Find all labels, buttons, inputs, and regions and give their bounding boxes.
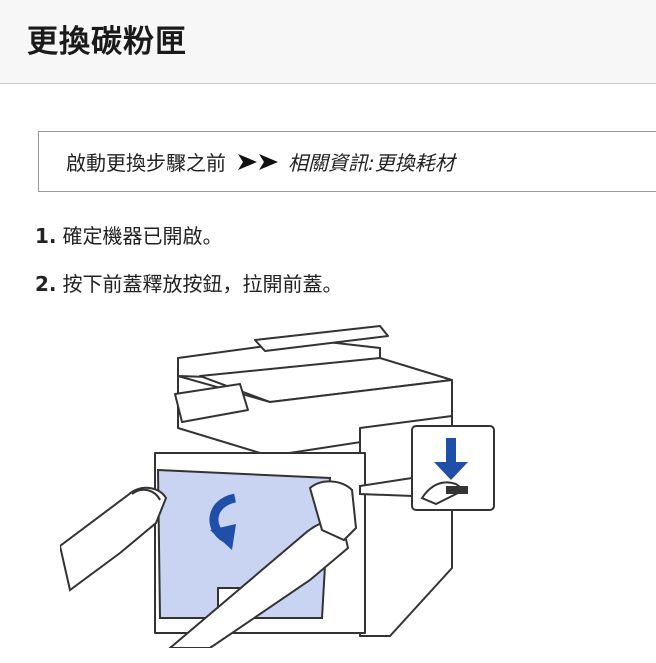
- step-text: 按下前蓋釋放按鈕，拉開前蓋。: [62, 272, 343, 296]
- related-info-link[interactable]: 相關資訊:更換耗材: [288, 151, 455, 175]
- double-chevron-right-icon: [238, 152, 280, 172]
- step-item: 2.按下前蓋釋放按鈕，拉開前蓋。: [35, 268, 343, 297]
- step-number: 1.: [35, 224, 57, 248]
- step-number: 2.: [35, 272, 57, 296]
- page-title: 更換碳粉匣: [27, 24, 187, 60]
- step-item: 1.確定機器已開啟。: [35, 220, 223, 249]
- prerequisite-notice: 啟動更換步驟之前 相關資訊:更換耗材: [38, 131, 656, 192]
- step-text: 確定機器已開啟。: [62, 224, 223, 248]
- printer-front-cover-illustration: [60, 325, 495, 648]
- notice-text: 啟動更換步驟之前: [66, 151, 226, 175]
- page-header: 更換碳粉匣: [0, 0, 656, 84]
